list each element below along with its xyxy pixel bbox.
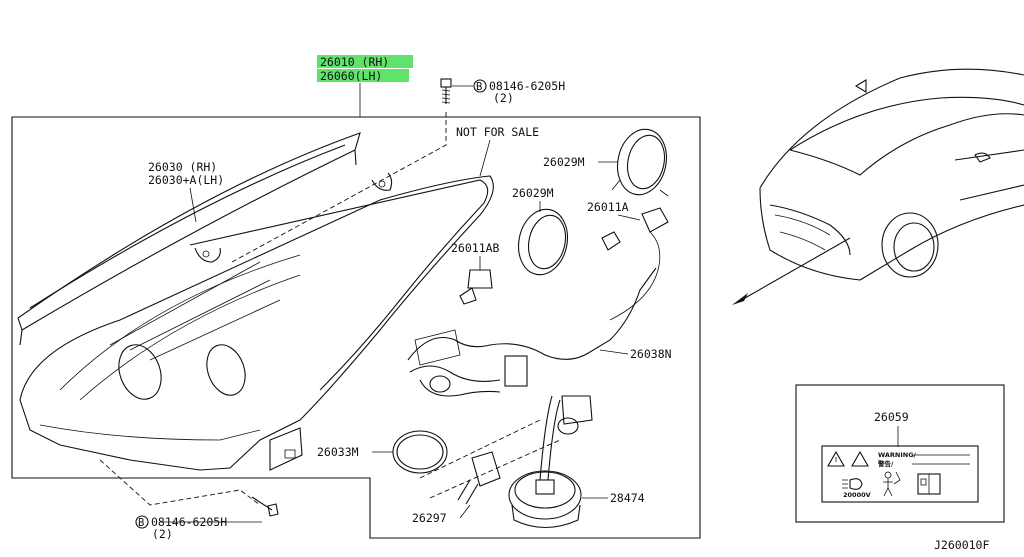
- bulb-small: [601, 207, 669, 321]
- pointer-arrow: [737, 237, 851, 303]
- headlamp-assembly: [17, 132, 494, 506]
- part-number-rh[interactable]: 26010 (RH): [320, 55, 389, 69]
- cap-lower: [517, 208, 569, 276]
- seal-ring-label[interactable]: 26033M: [317, 445, 359, 459]
- hid-bulb: [419, 419, 561, 505]
- bolt-bottom-prefix: B: [138, 517, 144, 529]
- bolt-bottom-code[interactable]: 08146-6205H: [151, 515, 227, 529]
- highlight-rh: [317, 55, 413, 68]
- main-frame: [11, 116, 701, 539]
- seal-ring: [392, 430, 448, 474]
- leader-housing: [189, 187, 197, 223]
- ballast: [508, 395, 593, 528]
- warning-triangle-icon: [827, 450, 845, 467]
- wire-harness: [407, 267, 657, 397]
- housing-lh-label[interactable]: 26030+A(LH): [148, 173, 224, 187]
- warning-text: WARNING/: [878, 451, 917, 459]
- bolt-bottom: B: [135, 496, 279, 529]
- highlight-lh: [317, 69, 409, 82]
- ballast-label[interactable]: 28474: [610, 491, 645, 505]
- warning-label: [821, 445, 979, 503]
- voltage-text: 20000V: [843, 491, 871, 499]
- bolt-bottom-qty: (2): [152, 527, 173, 541]
- leader-bulb-small: [617, 214, 641, 221]
- bolt-top-prefix: B: [476, 81, 482, 93]
- leader-hid-bulb: [459, 504, 471, 519]
- manual-book-icon: [917, 473, 941, 495]
- diagram-code: J260010F: [934, 538, 989, 552]
- headlamp-symbol-icon: [842, 478, 863, 490]
- leader-not-for-sale: [479, 139, 491, 177]
- part-number-lh[interactable]: 26060(LH): [320, 69, 382, 83]
- cap-upper: [611, 128, 669, 197]
- harness-label[interactable]: 26038N: [630, 347, 672, 361]
- dash-bolt-top: [231, 112, 447, 263]
- person-icon: [883, 471, 901, 497]
- pointer-arrowhead: [732, 293, 748, 305]
- cap-lower-label[interactable]: 26029M: [512, 186, 554, 200]
- housing-rh-label[interactable]: 26030 (RH): [148, 160, 217, 174]
- bulb-small-label[interactable]: 26011A: [587, 200, 629, 214]
- cap-upper-label[interactable]: 26029M: [543, 155, 585, 169]
- bulb-main-label[interactable]: 26011AB: [451, 241, 500, 255]
- hid-bulb-label[interactable]: 26297: [412, 511, 447, 525]
- not-for-sale-label: NOT FOR SALE: [456, 125, 539, 139]
- car-sketch: [759, 68, 1024, 281]
- bolt-top: B: [440, 78, 487, 104]
- bolt-top-code[interactable]: 08146-6205H: [489, 79, 565, 93]
- caution-triangle-icon: [851, 450, 869, 467]
- warning-sub: 警告/: [878, 459, 894, 468]
- label-box: [795, 384, 1005, 523]
- bolt-top-qty: (2): [493, 91, 514, 105]
- label-box-part[interactable]: 26059: [874, 410, 909, 424]
- leader-harness: [599, 349, 629, 355]
- bulb-main: [459, 269, 493, 305]
